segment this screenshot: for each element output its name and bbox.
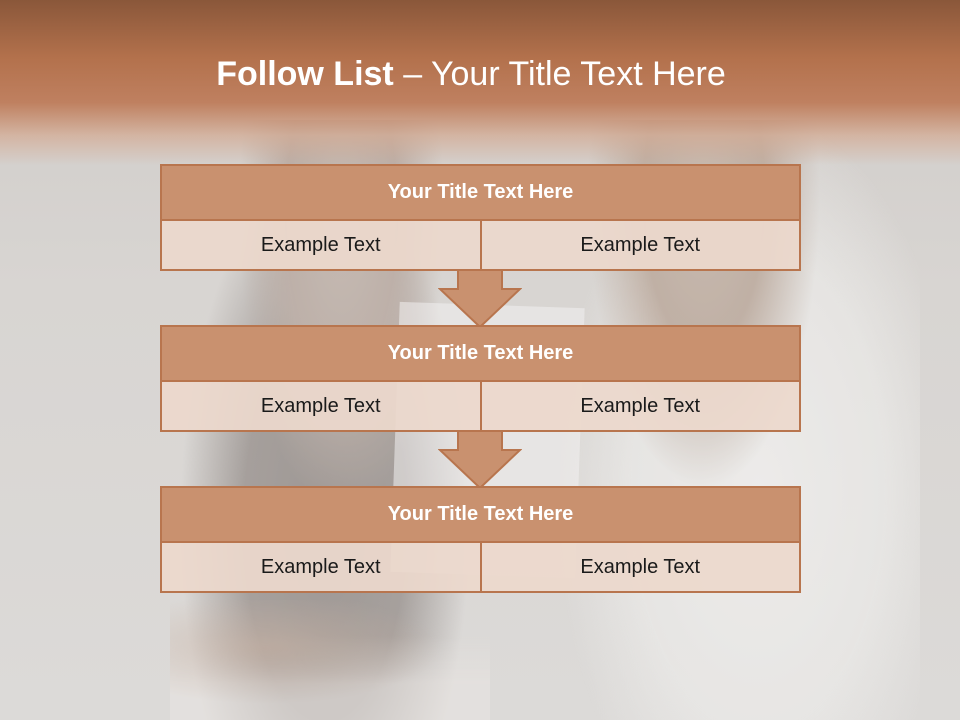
photo-hands bbox=[170, 600, 490, 720]
block-cell-left[interactable]: Example Text bbox=[160, 543, 482, 593]
block-title[interactable]: Your Title Text Here bbox=[160, 164, 801, 221]
block-title[interactable]: Your Title Text Here bbox=[160, 325, 801, 382]
follow-block-1[interactable]: Your Title Text Here Example Text Exampl… bbox=[160, 164, 801, 271]
block-cell-left[interactable]: Example Text bbox=[160, 221, 482, 271]
down-arrow-icon bbox=[438, 430, 522, 490]
block-row: Example Text Example Text bbox=[160, 382, 801, 432]
block-cell-left[interactable]: Example Text bbox=[160, 382, 482, 432]
follow-block-3[interactable]: Your Title Text Here Example Text Exampl… bbox=[160, 486, 801, 593]
slide-title-bold: Follow List bbox=[216, 55, 394, 93]
slide-title-rest: – Your Title Text Here bbox=[393, 55, 726, 93]
block-title[interactable]: Your Title Text Here bbox=[160, 486, 801, 543]
block-row: Example Text Example Text bbox=[160, 221, 801, 271]
follow-block-2[interactable]: Your Title Text Here Example Text Exampl… bbox=[160, 325, 801, 432]
block-cell-right[interactable]: Example Text bbox=[481, 543, 801, 593]
slide-title[interactable]: Follow List – Your Title Text Here bbox=[0, 55, 942, 94]
block-cell-right[interactable]: Example Text bbox=[481, 221, 801, 271]
block-row: Example Text Example Text bbox=[160, 543, 801, 593]
block-cell-right[interactable]: Example Text bbox=[481, 382, 801, 432]
header-band bbox=[0, 0, 960, 165]
down-arrow-icon bbox=[438, 269, 522, 329]
